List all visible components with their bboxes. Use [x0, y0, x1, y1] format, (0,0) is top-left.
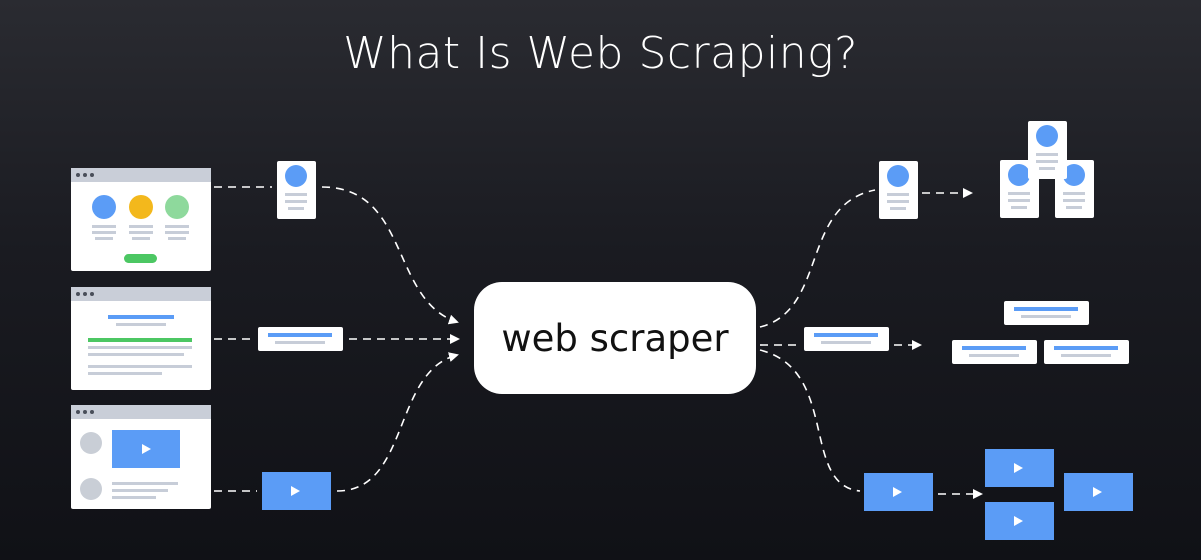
left-connectors: [214, 186, 460, 492]
scraped-video-thumbnail: [864, 473, 933, 511]
extracted-profile-card: [277, 161, 316, 219]
source-page-article: [71, 287, 211, 390]
web-scraper-label: web scraper: [501, 316, 729, 360]
page-title: What Is Web Scraping?: [343, 28, 858, 79]
source-page-video: [71, 405, 211, 509]
scraped-text-snippet: [804, 327, 889, 351]
source-page-profiles: [71, 168, 211, 271]
web-scraper-node: web scraper: [474, 282, 756, 394]
output-text-snippets: [952, 301, 1129, 364]
output-video-thumbnails: [985, 449, 1133, 540]
extracted-text-snippet: [258, 327, 343, 351]
extracted-video-thumbnail: [262, 472, 331, 510]
scraped-profile-card: [879, 161, 918, 219]
right-connectors: [759, 188, 983, 499]
output-profile-cards: [1000, 121, 1094, 218]
